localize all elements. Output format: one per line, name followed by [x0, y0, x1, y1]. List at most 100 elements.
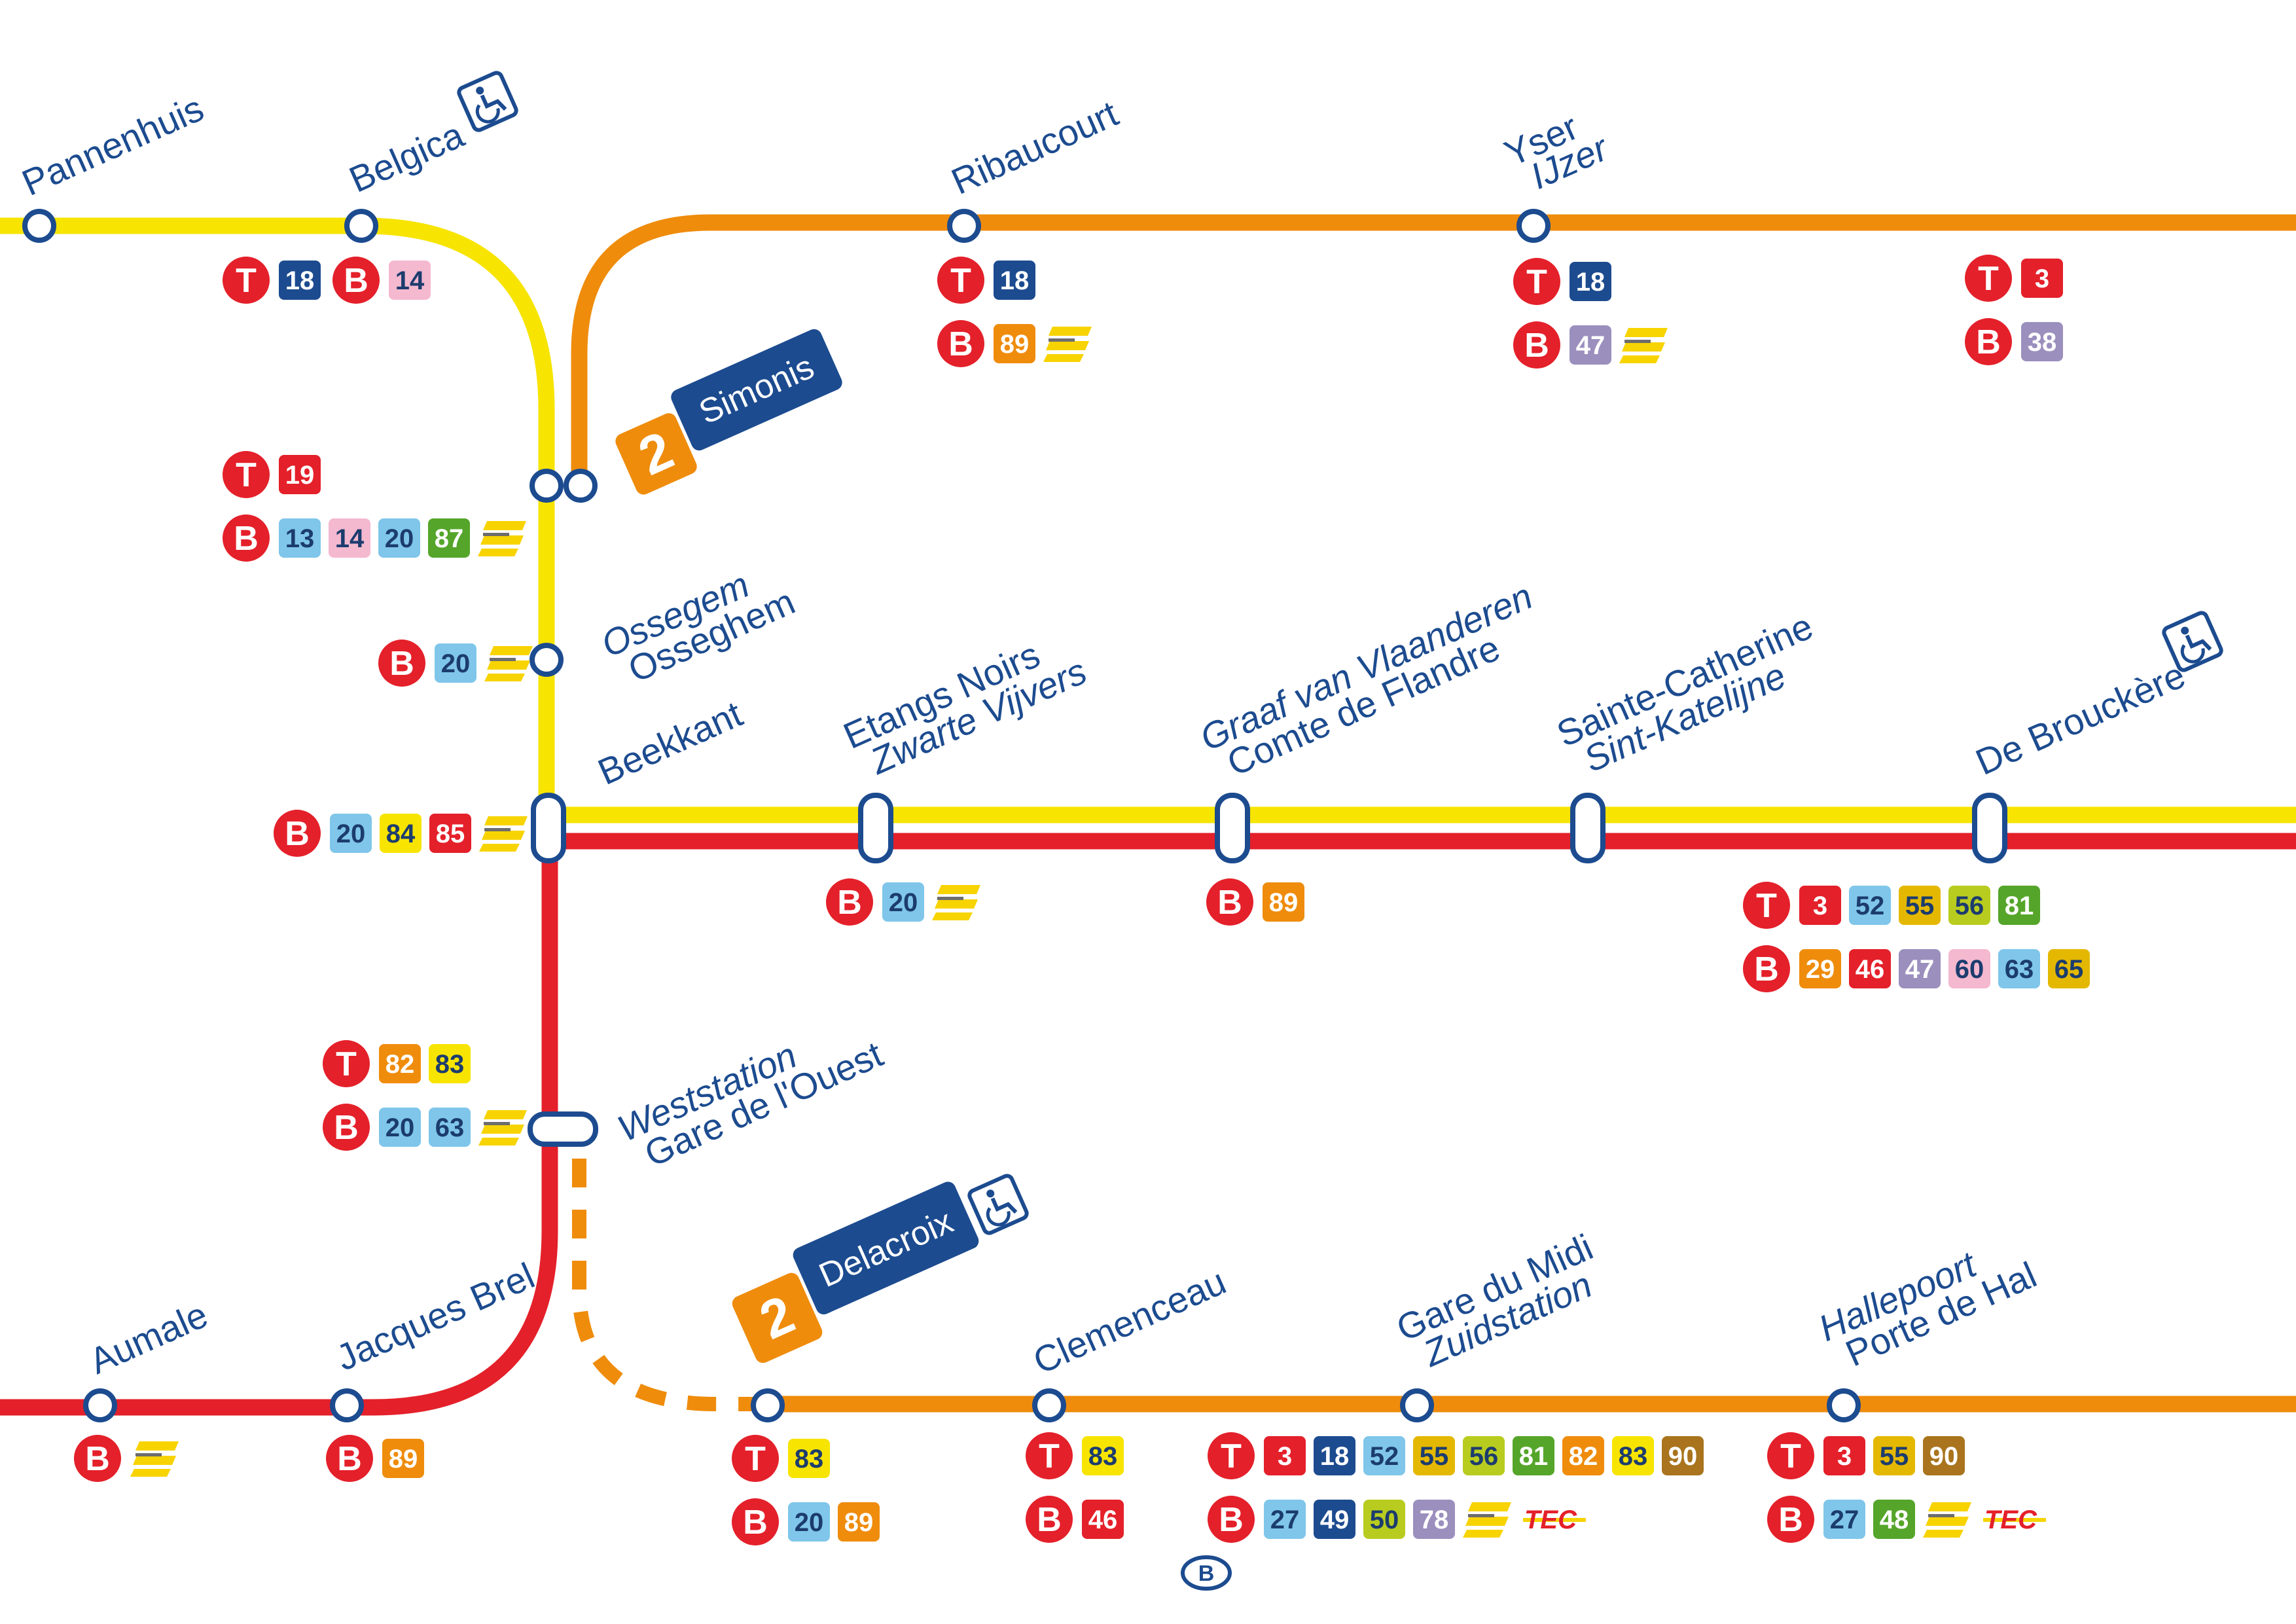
- station-marker-belgica[interactable]: [344, 209, 378, 243]
- line-chip-63[interactable]: 63: [1998, 949, 2040, 988]
- station-marker-clemenceau[interactable]: [1032, 1388, 1066, 1422]
- line-chip-3[interactable]: 3: [2021, 259, 2063, 298]
- station-label-pannenhuis[interactable]: Pannenhuis: [16, 87, 209, 204]
- station-label-hallepoort[interactable]: Hallepoort Porte de Hal: [1812, 1223, 2042, 1380]
- station-label-catherine[interactable]: Sainte-Catherine Sint-Katelijne: [1551, 601, 1842, 785]
- line-chip-89[interactable]: 89: [838, 1502, 880, 1542]
- line-chip-83[interactable]: 83: [1082, 1436, 1124, 1475]
- line-chip-84[interactable]: 84: [380, 814, 422, 853]
- station-label-aumale[interactable]: Aumale: [83, 1293, 213, 1382]
- line-chip-52[interactable]: 52: [1363, 1436, 1405, 1475]
- line-chip-3[interactable]: 3: [1799, 886, 1841, 925]
- station-label-beekkant[interactable]: Beekkant: [592, 693, 748, 793]
- station-marker-midi[interactable]: [1400, 1388, 1434, 1422]
- line-chip-83[interactable]: 83: [1612, 1436, 1654, 1475]
- station-label-weststation[interactable]: Weststation Gare de l'Ouest: [611, 1001, 889, 1180]
- line-chip-83[interactable]: 83: [788, 1439, 830, 1478]
- terminal-simonis[interactable]: 2 Simonis: [606, 327, 852, 497]
- line-chip-46[interactable]: 46: [1082, 1500, 1124, 1539]
- station-marker-graaf[interactable]: [1215, 793, 1250, 863]
- line-chip-19[interactable]: 19: [279, 455, 321, 494]
- line-chip-48[interactable]: 48: [1873, 1500, 1915, 1539]
- station-marker-hallepoort[interactable]: [1827, 1388, 1861, 1422]
- line-chip-55[interactable]: 55: [1873, 1436, 1915, 1475]
- line-chip-81[interactable]: 81: [1998, 886, 2040, 925]
- station-marker-pannenhuis[interactable]: [22, 209, 56, 243]
- line-chip-82[interactable]: 82: [1562, 1436, 1604, 1475]
- line-chip-27[interactable]: 27: [1823, 1500, 1865, 1539]
- station-marker-simonis-orange[interactable]: [564, 469, 598, 503]
- line-chip-14[interactable]: 14: [389, 261, 431, 300]
- station-marker-debrouckere[interactable]: [1972, 793, 2007, 863]
- station-marker-weststation[interactable]: [528, 1111, 598, 1147]
- station-label-ribaucourt[interactable]: Ribaucourt: [945, 92, 1124, 202]
- line-chip-56[interactable]: 56: [1463, 1436, 1505, 1475]
- line-chip-50[interactable]: 50: [1363, 1500, 1405, 1539]
- line-chip-18[interactable]: 18: [279, 261, 321, 300]
- line-chip-85[interactable]: 85: [429, 814, 471, 853]
- line-chip-90[interactable]: 90: [1923, 1436, 1965, 1475]
- line-chip-bg: [389, 261, 431, 300]
- line-chip-47[interactable]: 47: [1570, 325, 1611, 365]
- line-chip-18[interactable]: 18: [994, 261, 1035, 300]
- line-chip-46[interactable]: 46: [1849, 949, 1891, 988]
- line-chip-29[interactable]: 29: [1799, 949, 1841, 988]
- line-chip-38[interactable]: 38: [2021, 322, 2063, 361]
- station-label-midi[interactable]: Gare du Midi Zuidstation: [1390, 1222, 1622, 1380]
- station-marker-jacquesbrel[interactable]: [330, 1388, 364, 1422]
- line-chip-18[interactable]: 18: [1570, 262, 1611, 301]
- station-marker-etangs[interactable]: [858, 793, 893, 863]
- station-label-yser[interactable]: Yser IJzer: [1498, 98, 1615, 203]
- line-chip-89[interactable]: 89: [994, 324, 1035, 363]
- line-chip-63[interactable]: 63: [429, 1108, 471, 1147]
- terminal-delacroix[interactable]: 2 Delacroix: [722, 1180, 990, 1365]
- line-chip-20[interactable]: 20: [882, 882, 924, 922]
- station-label-debrouckere[interactable]: De Brouckère: [1969, 654, 2191, 783]
- line-chip-81[interactable]: 81: [1513, 1436, 1554, 1475]
- station-marker-catherine[interactable]: [1570, 793, 1605, 863]
- line-chip-83[interactable]: 83: [429, 1044, 471, 1083]
- line-chip-20[interactable]: 20: [788, 1502, 830, 1542]
- line-chip-47[interactable]: 47: [1899, 949, 1941, 988]
- station-label-belgica[interactable]: Belgica: [343, 113, 470, 200]
- line-chip-label: 55: [1420, 1442, 1449, 1471]
- line-chip-55[interactable]: 55: [1413, 1436, 1455, 1475]
- line-chip-89[interactable]: 89: [1263, 882, 1304, 922]
- line-chip-55[interactable]: 55: [1899, 886, 1941, 925]
- line-chip-52[interactable]: 52: [1849, 886, 1891, 925]
- line-chip-87[interactable]: 87: [428, 518, 470, 558]
- line-chip-78[interactable]: 78: [1413, 1500, 1455, 1539]
- line-chip-27[interactable]: 27: [1264, 1500, 1306, 1539]
- line-chip-60[interactable]: 60: [1948, 949, 1990, 988]
- station-marker-ossegem[interactable]: [529, 643, 564, 677]
- station-marker-beekkant[interactable]: [531, 793, 566, 863]
- station-marker-simonis-yellow[interactable]: [529, 469, 564, 503]
- station-marker-delacroix[interactable]: [751, 1388, 785, 1422]
- line-chip-20[interactable]: 20: [330, 814, 372, 853]
- station-marker-yser[interactable]: [1516, 209, 1551, 243]
- station-label-ossegem[interactable]: Ossegem Osseghem: [595, 549, 800, 696]
- station-label-etangs[interactable]: Etangs Noirs Zwarte Vijvers: [837, 619, 1092, 788]
- line-chip-89[interactable]: 89: [382, 1439, 424, 1478]
- line-chip-3[interactable]: 3: [1823, 1436, 1865, 1475]
- line-chip-20[interactable]: 20: [378, 518, 420, 558]
- line-chip-20[interactable]: 20: [379, 1108, 421, 1147]
- station-marker-ribaucourt[interactable]: [947, 209, 981, 243]
- line-chip-49[interactable]: 49: [1314, 1500, 1355, 1539]
- line-chip-18[interactable]: 18: [1314, 1436, 1355, 1475]
- line-chip-3[interactable]: 3: [1264, 1436, 1306, 1475]
- line-chip-14[interactable]: 14: [329, 518, 370, 558]
- line-chip-label: 83: [1619, 1442, 1648, 1471]
- line-chip-56[interactable]: 56: [1948, 886, 1990, 925]
- station-label-graaf[interactable]: Graaf van Vlaanderen Comte de Flandre: [1194, 571, 1562, 789]
- line-chip-65[interactable]: 65: [2048, 949, 2090, 988]
- line-chip-82[interactable]: 82: [379, 1044, 421, 1083]
- station-marker-aumale[interactable]: [83, 1388, 117, 1422]
- station-label-clemenceau[interactable]: Clemenceau: [1027, 1261, 1232, 1382]
- line-chip-90[interactable]: 90: [1662, 1436, 1704, 1475]
- line-chip-13[interactable]: 13: [279, 518, 321, 558]
- line-chip-bg: [330, 814, 372, 853]
- line-chip-20[interactable]: 20: [435, 643, 476, 683]
- de-lijn-logo-icon: [130, 1441, 179, 1477]
